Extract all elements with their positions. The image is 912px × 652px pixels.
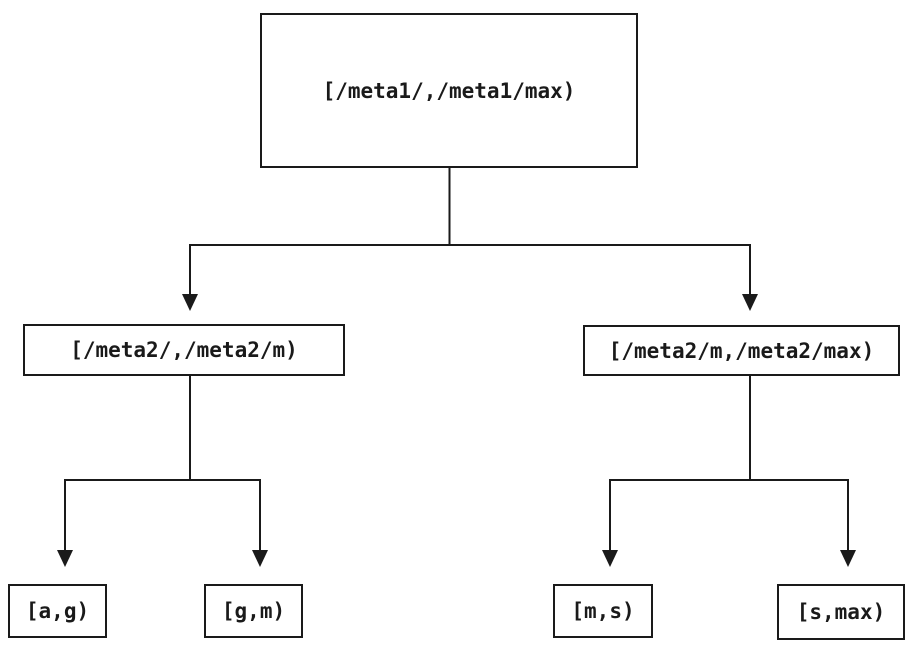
edge-root-to-left [182, 244, 198, 311]
node-root: [/meta1/,/meta1/max) [260, 13, 638, 168]
node-leaf-ms-label: [m,s) [571, 599, 635, 623]
node-leaf-ag-label: [a,g) [25, 599, 90, 623]
node-left: [/meta2/,/meta2/m) [23, 324, 345, 376]
node-right: [/meta2/m,/meta2/max) [583, 325, 900, 376]
edge-root-to-right [742, 244, 758, 311]
node-leaf-ms: [m,s) [553, 584, 653, 638]
node-leaf-smax: [s,max) [777, 584, 905, 640]
edge-right-to-leaf-ms [602, 479, 618, 567]
node-right-label: [/meta2/m,/meta2/max) [608, 338, 875, 363]
node-leaf-smax-label: [s,max) [796, 600, 886, 624]
node-leaf-gm: [g,m) [204, 584, 303, 638]
edge-left-to-leaf-ag [57, 479, 73, 567]
edge-left-to-leaf-gm [252, 479, 268, 567]
node-leaf-ag: [a,g) [8, 584, 107, 638]
node-left-label: [/meta2/,/meta2/m) [70, 338, 298, 362]
node-root-label: [/meta1/,/meta1/max) [322, 78, 576, 103]
edge-right-to-leaf-smax [840, 479, 856, 567]
node-leaf-gm-label: [g,m) [221, 599, 286, 623]
